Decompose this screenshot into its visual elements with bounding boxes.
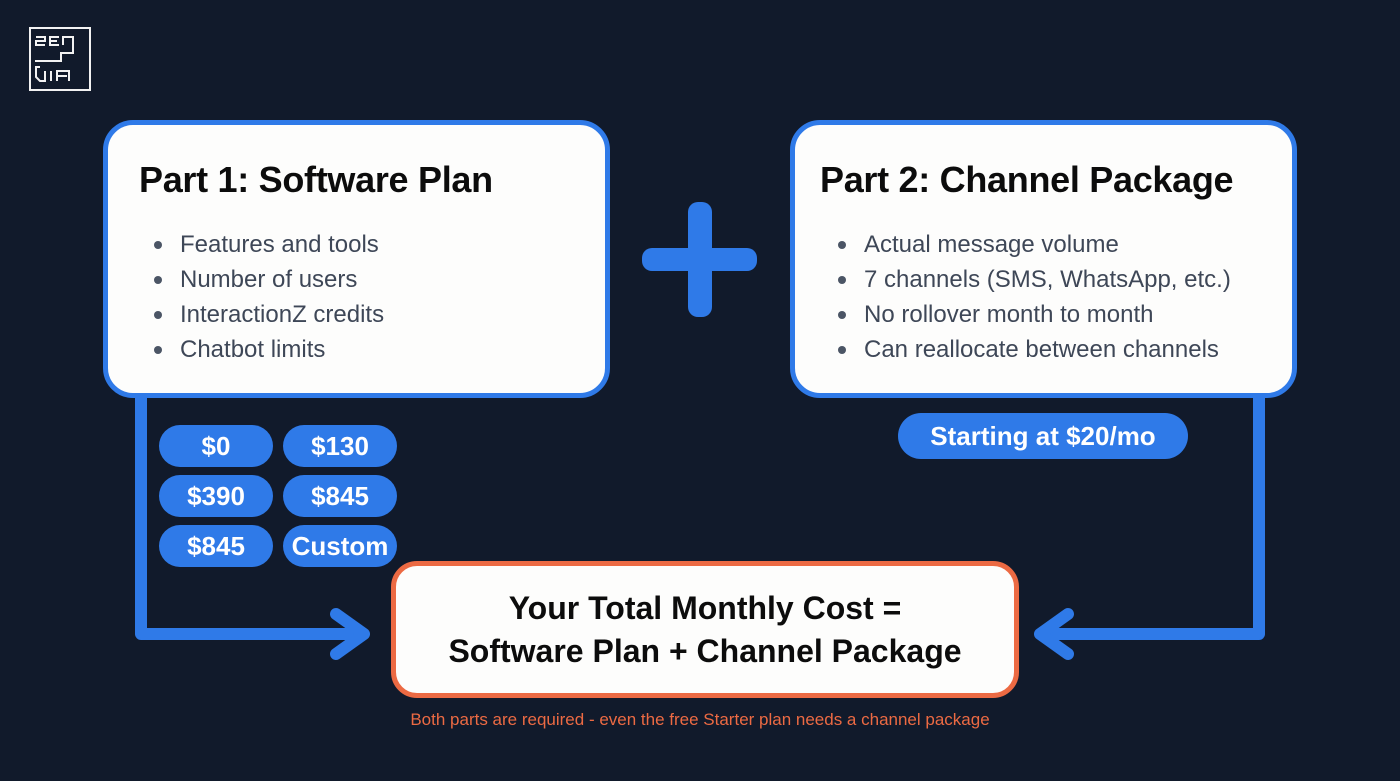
zenvia-logo-icon (35, 36, 74, 82)
bullet-icon (154, 346, 162, 354)
software-plan-card: Part 1: Software Plan Features and tools… (103, 120, 610, 398)
bullet-icon (154, 241, 162, 249)
list-item: Can reallocate between channels (838, 332, 1231, 367)
plus-icon-bar (642, 248, 757, 271)
channel-package-title: Part 2: Channel Package (820, 159, 1234, 200)
bullet-icon (838, 241, 846, 249)
price-pill-0: $0 (159, 425, 273, 467)
list-item: InteractionZ credits (154, 297, 384, 332)
channel-starting-price-pill: Starting at $20/mo (898, 413, 1188, 459)
price-pill-845: $845 (283, 475, 397, 517)
list-item: 7 channels (SMS, WhatsApp, etc.) (838, 262, 1231, 297)
zenvia-logo (29, 27, 91, 91)
price-pill-845-second: $845 (159, 525, 273, 567)
list-item: Number of users (154, 262, 384, 297)
footnote: Both parts are required - even the free … (410, 710, 990, 729)
software-plan-list: Features and tools Number of users Inter… (154, 227, 384, 367)
list-item: Features and tools (154, 227, 384, 262)
price-pill-130: $130 (283, 425, 397, 467)
left-arrow-icon (1034, 608, 1074, 660)
bullet-icon (154, 276, 162, 284)
list-item: Actual message volume (838, 227, 1231, 262)
list-item: Chatbot limits (154, 332, 384, 367)
list-item: No rollover month to month (838, 297, 1231, 332)
price-pill-390: $390 (159, 475, 273, 517)
software-plan-title: Part 1: Software Plan (139, 159, 493, 200)
bullet-icon (838, 311, 846, 319)
channel-package-list: Actual message volume 7 channels (SMS, W… (838, 227, 1231, 367)
price-pill-custom: Custom (283, 525, 397, 567)
bullet-icon (838, 346, 846, 354)
total-cost-line-1: Your Total Monthly Cost = (508, 589, 902, 626)
right-arrow-icon (330, 608, 370, 660)
total-cost-line-2: Software Plan + Channel Package (448, 632, 962, 669)
total-cost-box: Your Total Monthly Cost = Software Plan … (391, 561, 1019, 698)
bullet-icon (154, 311, 162, 319)
channel-package-card: Part 2: Channel Package Actual message v… (790, 120, 1297, 398)
bullet-icon (838, 276, 846, 284)
